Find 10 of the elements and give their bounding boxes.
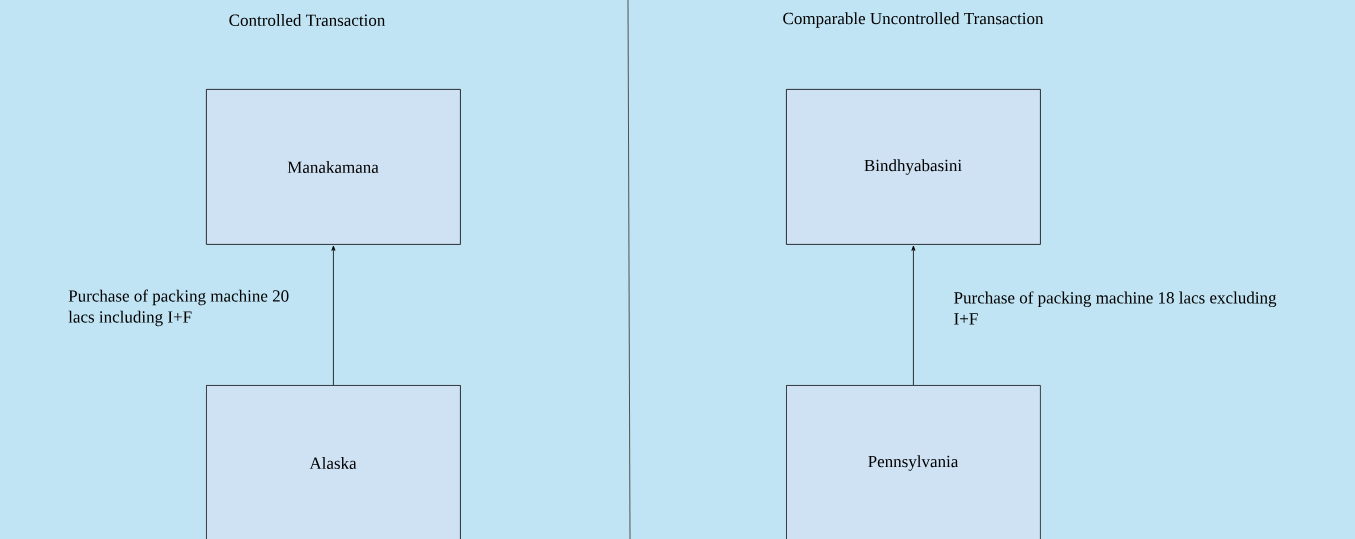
entity-box: Alaska <box>206 385 461 539</box>
arrow <box>911 245 916 386</box>
entity-box: Bindhyabasini <box>786 89 1041 245</box>
entity-box: Pennsylvania <box>786 385 1041 539</box>
arrow <box>331 245 336 386</box>
column-heading: Comparable Uncontrolled Transaction <box>783 12 1044 28</box>
edge-label: Purchase of packing machine 20 lacs including I+F <box>68 289 289 327</box>
entity-box: Manakamana <box>206 89 461 245</box>
column-heading: Controlled Transaction <box>229 14 386 26</box>
edge-label: Purchase of packing machine 18 lacs excluding I+F <box>954 291 1277 325</box>
